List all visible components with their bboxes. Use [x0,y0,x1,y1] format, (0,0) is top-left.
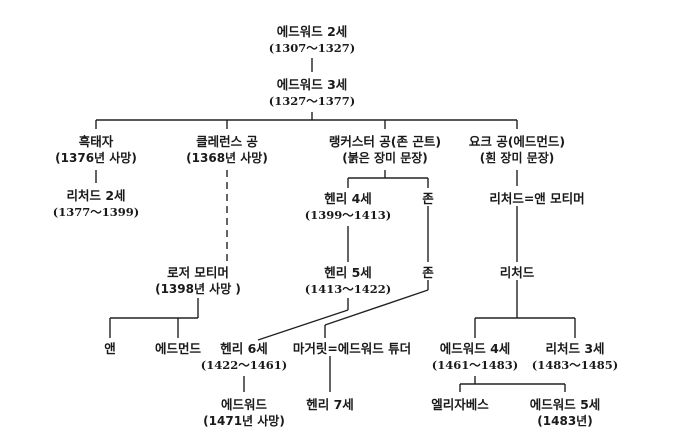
node-name: 요크 공(에드먼드) [468,134,566,149]
node-reign: (1483～1485) [531,358,619,372]
node-name: 에드워드 [220,397,268,412]
node-emblem: (흰 장미 문장) [479,151,555,165]
node-reign: (1307～1327) [268,41,356,55]
node-edward-iii: 에드워드 3세 (1327～1377) [269,76,355,110]
node-margaret-edmund-tudor: 마거릿=에드워드 튜더 [293,340,411,357]
node-reign: (1422～1461) [200,358,288,372]
node-john-1: 존 [422,190,434,207]
node-edward-ii: 에드워드 2세 (1307～1327) [269,23,355,57]
node-reign: (1377～1399) [52,205,140,219]
node-name: 마거릿=에드워드 튜더 [292,341,412,356]
node-name: 리처드 [499,265,535,280]
node-name: 에드워드 4세 [439,341,511,356]
node-roger-mortimer: 로저 모티머 (1398년 사망 ) [155,264,241,298]
node-name: 헨리 6세 [220,341,268,356]
node-lancaster: 랭커스터 공(존 곤트) (붉은 장미 문장) [329,133,441,167]
node-richard: 리처드 [500,264,535,281]
node-name: 에드먼드 [154,341,202,356]
node-name: 헨리 5세 [324,265,372,280]
node-clarence: 클레런스 공 (1368년 사망) [186,133,268,167]
node-name: 앤 [104,341,116,356]
node-name: 존 [422,265,434,280]
node-name: 존 [422,191,434,206]
node-emblem: (붉은 장미 문장) [342,151,428,165]
node-henry-vii: 헨리 7세 [306,396,354,413]
node-reign: (1413～1422) [304,282,392,296]
node-reign: (1483년) [537,414,593,428]
node-name: 랭커스터 공(존 곤트) [328,134,442,149]
node-john-2: 존 [422,264,434,281]
node-henry-v: 헨리 5세 (1413～1422) [305,264,391,298]
node-name: 리처드=앤 모티머 [489,191,585,206]
node-name: 엘리자베스 [431,397,489,412]
node-henry-vi: 헨리 6세 (1422～1461) [201,340,287,374]
node-name: 로저 모티머 [167,265,229,280]
node-name: 리처드 3세 [545,341,605,356]
node-death: (1368년 사망) [186,151,268,165]
node-death: (1376년 사망) [55,151,137,165]
node-reign: (1399～1413) [304,208,392,222]
node-richard-ii: 리처드 2세 (1377～1399) [53,187,139,221]
node-henry-iv: 헨리 4세 (1399～1413) [305,190,391,224]
node-name: 클레런스 공 [196,134,258,149]
node-black-prince: 흑태자 (1376년 사망) [55,133,137,167]
node-anne: 앤 [104,340,116,357]
node-york: 요크 공(에드먼드) (흰 장미 문장) [469,133,565,167]
node-name: 에드워드 3세 [276,77,348,92]
node-name: 에드워드 2세 [276,24,348,39]
node-name: 에드워드 5세 [529,397,601,412]
node-reign: (1461～1483) [431,358,519,372]
node-edward-iv: 에드워드 4세 (1461～1483) [432,340,518,374]
node-richard-iii: 리처드 3세 (1483～1485) [532,340,618,374]
node-edmund: 에드먼드 [155,340,201,357]
node-edward: 에드워드 (1471년 사망) [203,396,285,430]
node-reign: (1327～1377) [268,94,356,108]
node-death: (1471년 사망) [203,414,285,428]
node-name: 헨리 7세 [306,397,354,412]
node-name: 흑태자 [78,134,114,149]
node-elizabeth: 엘리자베스 [431,396,489,413]
node-edward-v: 에드워드 5세 (1483년) [530,396,601,430]
node-name: 리처드 2세 [66,188,126,203]
node-name: 헨리 4세 [324,191,372,206]
node-richard-anne-mortimer: 리처드=앤 모티머 [489,190,584,207]
node-death: (1398년 사망 ) [155,282,241,296]
